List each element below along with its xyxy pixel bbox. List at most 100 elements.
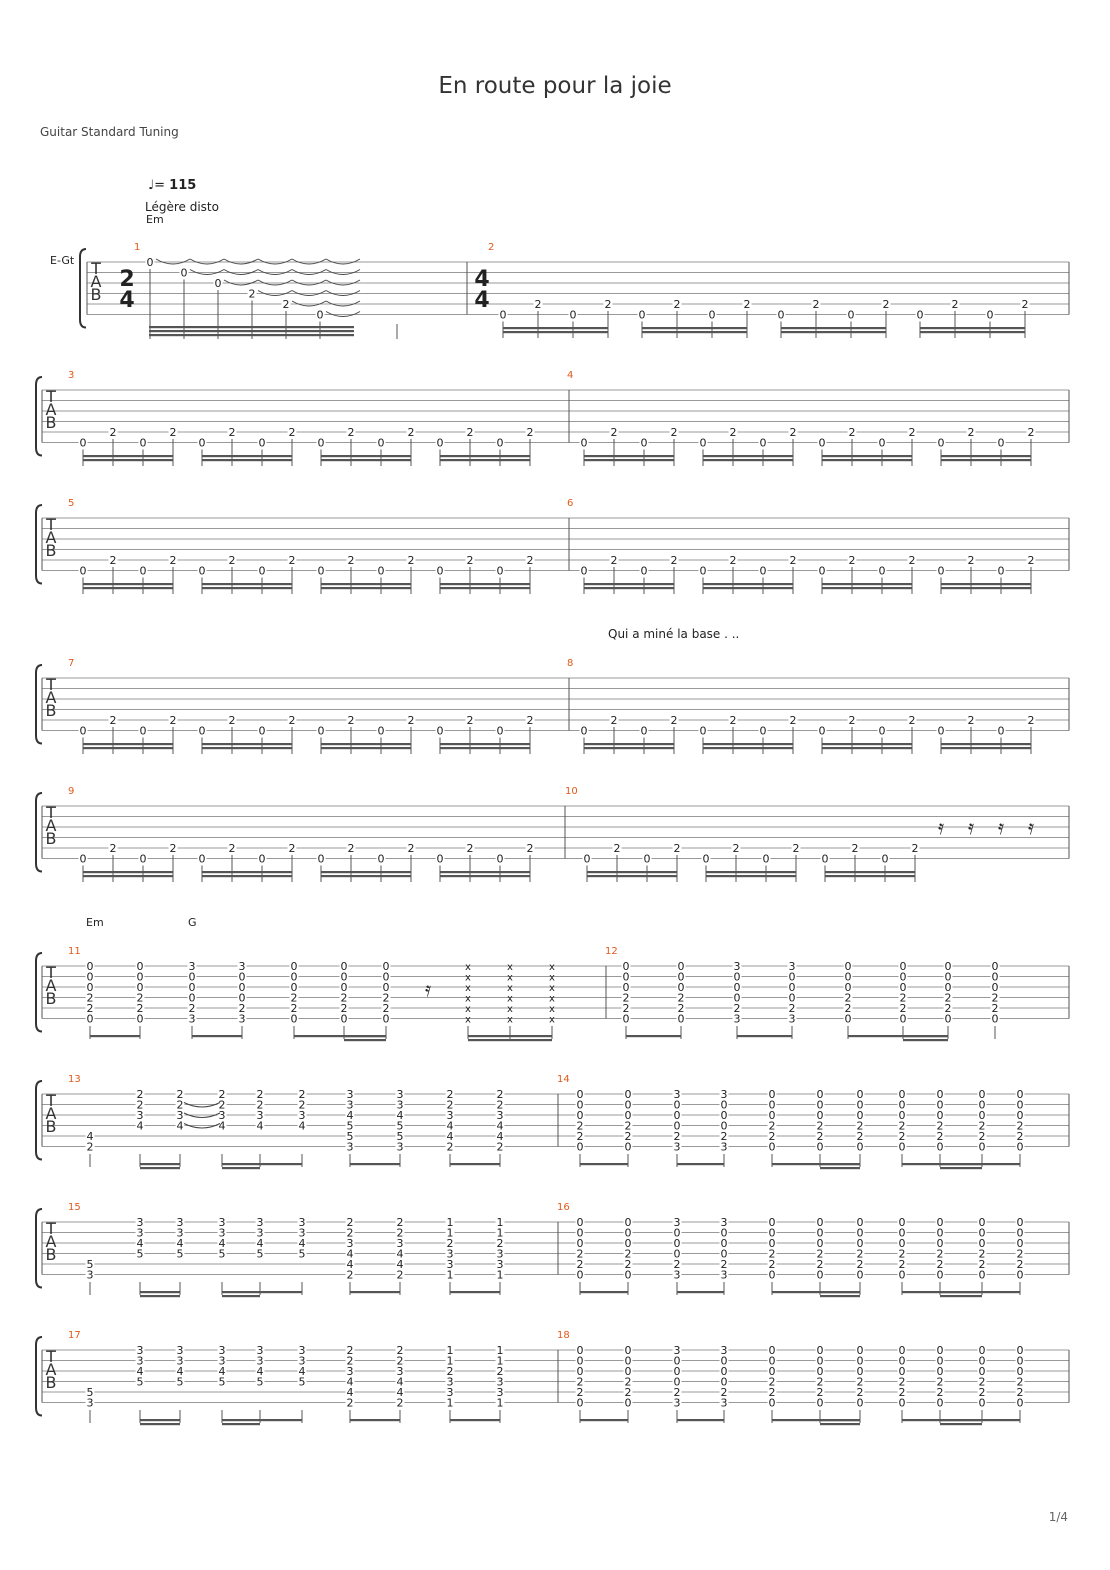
fret-bg — [345, 1216, 355, 1228]
fret-bg — [257, 853, 267, 864]
fret-number: 0 — [817, 1269, 824, 1282]
fret-bg — [345, 1109, 355, 1121]
fret-bg — [897, 1386, 907, 1398]
fret-bg — [85, 971, 95, 982]
fret-bg — [698, 725, 708, 736]
fret-number: 0 — [581, 565, 588, 578]
fret-number: 0 — [789, 971, 796, 984]
fret-number: 0 — [945, 981, 952, 994]
fret-number: 0 — [817, 1088, 824, 1101]
fret-bg — [898, 971, 908, 982]
fret-number: 0 — [992, 960, 999, 973]
fret-number: 0 — [937, 1237, 944, 1250]
fret-bg — [395, 1109, 405, 1121]
beam — [941, 459, 1031, 462]
fret-bg — [1015, 1141, 1025, 1152]
fret-bg — [936, 437, 946, 448]
fret-bg — [465, 426, 475, 438]
tab-clef-letter: T — [45, 963, 56, 982]
fret-number: 3 — [189, 1013, 196, 1026]
fret-bg — [346, 714, 356, 726]
fret-number: 0 — [577, 1365, 584, 1378]
fret-number: 0 — [819, 565, 826, 578]
fret-number: 3 — [497, 1258, 504, 1271]
tie-curve — [325, 311, 361, 317]
fret-number: 2 — [611, 426, 618, 439]
fret-number: 0 — [497, 565, 504, 578]
fret-bg — [1026, 426, 1036, 438]
fret-number: 2 — [857, 1130, 864, 1143]
fret-number: 0 — [577, 1227, 584, 1240]
fret-number: 0 — [318, 725, 325, 738]
fret-number: 2 — [447, 1088, 454, 1101]
beam — [149, 334, 354, 337]
fret-bg — [1026, 714, 1036, 726]
fret-bg — [316, 853, 326, 864]
fret-number: 2 — [289, 554, 296, 567]
fret-bg — [175, 1120, 185, 1131]
tie-curve — [325, 300, 361, 307]
fret-number: 0 — [857, 1099, 864, 1112]
fret-number: 2 — [110, 842, 117, 855]
fret-bg — [767, 1237, 777, 1249]
fret-bg — [345, 1248, 355, 1259]
beam — [941, 747, 1031, 750]
fret-number: 2 — [341, 992, 348, 1005]
fret-bg — [498, 309, 508, 320]
fret-number: 2 — [674, 1258, 681, 1271]
fret-number: 2 — [299, 1088, 306, 1101]
tie-curve — [257, 279, 293, 286]
fret-bg — [719, 1397, 729, 1408]
fret-number: 0 — [437, 437, 444, 450]
beam — [344, 1039, 386, 1042]
beam — [703, 587, 793, 590]
fret-number: 0 — [900, 981, 907, 994]
fret-bg — [815, 1365, 825, 1377]
beam — [350, 1291, 400, 1294]
fret-bg — [579, 437, 589, 448]
beam — [737, 1035, 792, 1038]
fret-bg — [445, 1141, 455, 1152]
fret-bg — [345, 1099, 355, 1110]
fret-bg — [376, 853, 386, 864]
fret-number: 2 — [623, 1002, 630, 1015]
fret-bg — [907, 426, 917, 438]
fret-bg — [672, 1099, 682, 1110]
fret-bg — [1015, 1376, 1025, 1387]
fret-number: 2 — [348, 426, 355, 439]
fret-bg — [935, 1130, 945, 1142]
fret-bg — [255, 1355, 265, 1366]
fret-bg — [495, 1227, 505, 1238]
fret-number: 2 — [937, 1376, 944, 1389]
fret-bg — [621, 992, 631, 1003]
fret-bg — [898, 992, 908, 1003]
fret-bg — [935, 1397, 945, 1408]
fret-number: 0 — [721, 1237, 728, 1250]
fret-bg — [445, 1386, 455, 1398]
fret-number: 0 — [625, 1227, 632, 1240]
fret-bg — [575, 1141, 585, 1152]
fret-number: 2 — [447, 1141, 454, 1154]
fret-number: 0 — [937, 1365, 944, 1378]
fret-number: 0 — [709, 309, 716, 322]
fret-bg — [145, 256, 155, 268]
fret-number: 1 — [447, 1216, 454, 1229]
beam — [140, 1163, 180, 1166]
fret-bg — [623, 1365, 633, 1377]
fret-number: 0 — [979, 1099, 986, 1112]
fret-number: 3 — [137, 1344, 144, 1357]
fret-bg — [990, 960, 1000, 972]
fret-bg — [138, 565, 148, 576]
fret-bg — [257, 437, 267, 448]
fret-bg — [525, 554, 535, 566]
fret-bg — [1015, 1248, 1025, 1259]
time-signature-bottom: 4 — [119, 288, 134, 313]
fret-number: 0 — [769, 1344, 776, 1357]
fret-bg — [445, 1344, 455, 1356]
fret-number: 4 — [347, 1248, 354, 1261]
fret-number: 5 — [347, 1120, 354, 1133]
fret-number: 0 — [857, 1344, 864, 1357]
fret-number: 2 — [137, 1099, 144, 1112]
fret-bg — [623, 1386, 633, 1398]
rest-symbol: 𝄿 — [1028, 815, 1034, 839]
